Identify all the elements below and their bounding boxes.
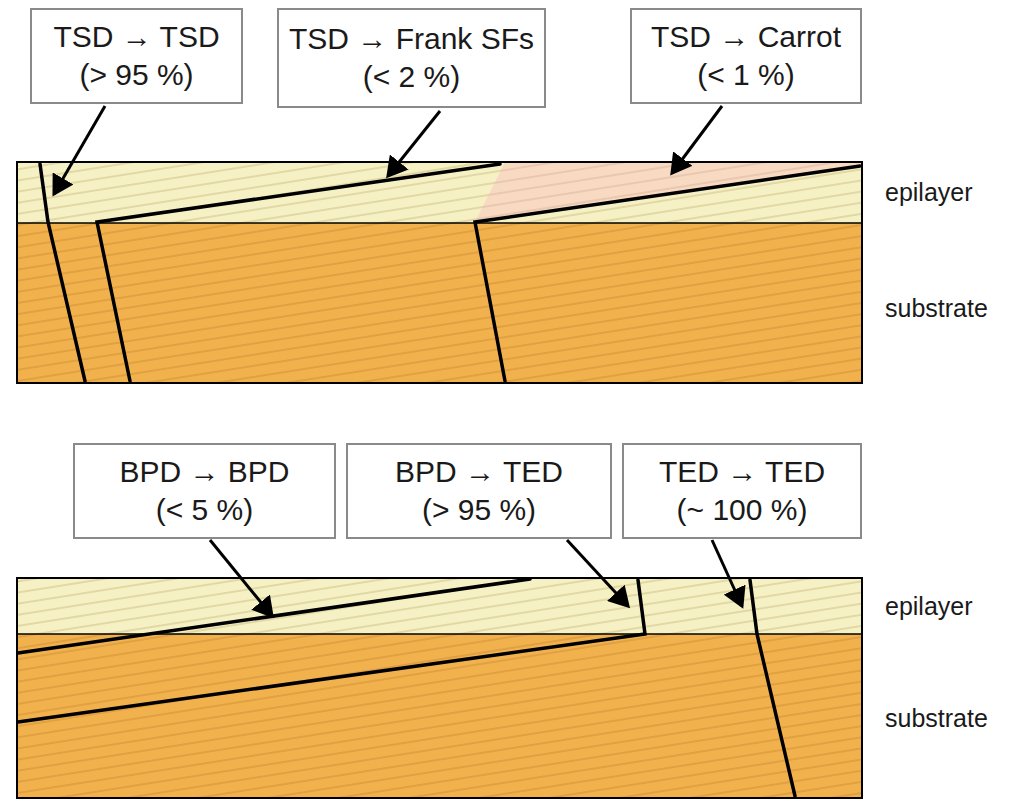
percentage: (> 95 %) [358,491,600,529]
callout-box: TSD → TSD(> 95 %) [30,8,243,104]
callout-box: TSD → Frank SFs(< 2 %) [277,8,546,108]
callout-box: BPD → BPD(< 5 %) [73,443,336,539]
percentage: (< 2 %) [289,58,534,96]
defect-conversion: BPD → TED [358,453,600,491]
defect-conversion: TSD → Carrot [642,18,850,56]
layer-label: substrate [885,704,988,733]
defect-conversion: TED → TED [634,453,850,491]
layer-label: substrate [885,294,988,323]
defect-conversion: TSD → Frank SFs [289,20,534,58]
layer-label: epilayer [885,592,973,621]
percentage: (~ 100 %) [634,491,850,529]
percentage: (> 95 %) [42,56,231,94]
callout-box: TED → TED(~ 100 %) [622,443,862,539]
callout-box: TSD → Carrot(< 1 %) [630,8,862,104]
layer-label: epilayer [885,178,973,207]
defect-conversion: BPD → BPD [85,453,324,491]
defect-conversion: TSD → TSD [42,18,231,56]
percentage: (< 5 %) [85,491,324,529]
callout-box: BPD → TED(> 95 %) [346,443,612,539]
percentage: (< 1 %) [642,56,850,94]
